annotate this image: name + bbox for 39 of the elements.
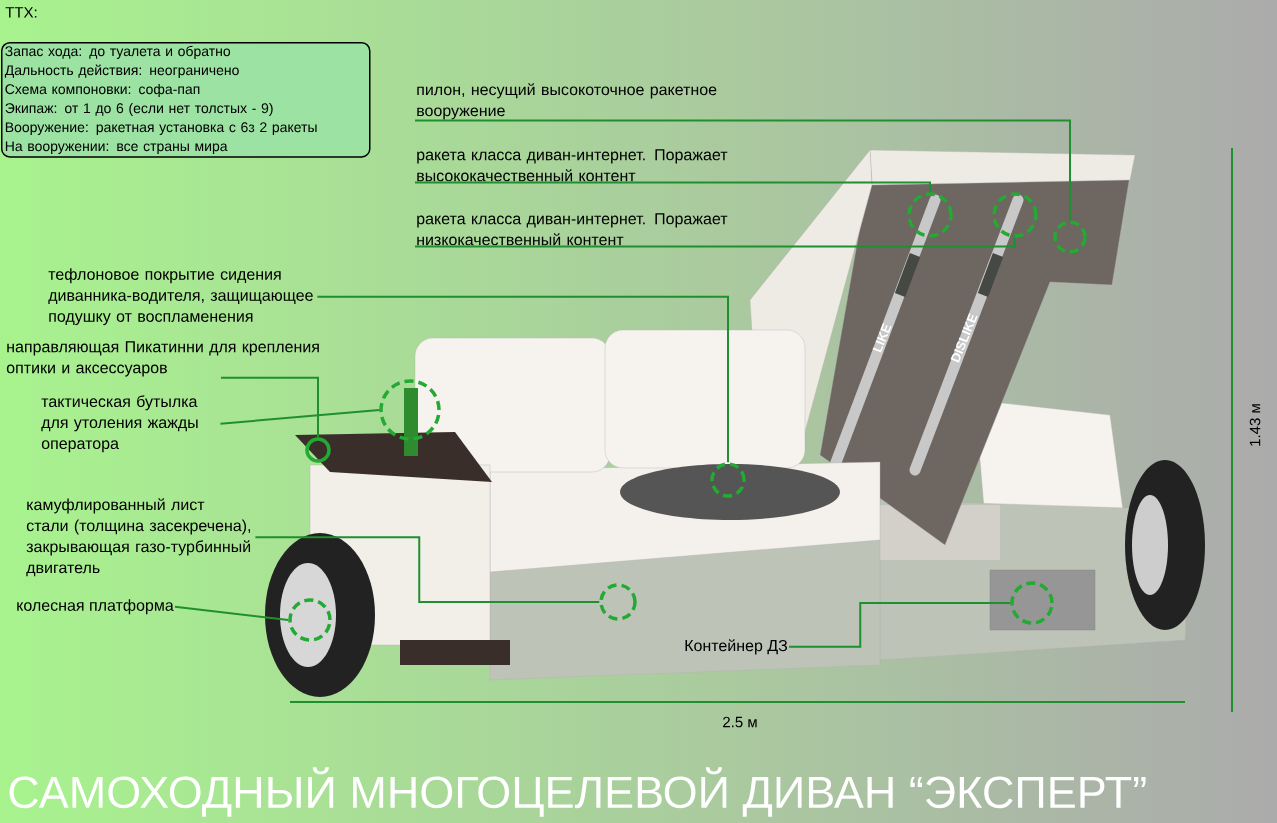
target-ring [599, 583, 637, 621]
node-label: Экипаж: от 1 до 6 (если нет толстых - 9) [5, 102, 273, 116]
node-label: Вооружение: ракетная установка с 6з 2 ракеты [5, 122, 317, 135]
target-ring [1053, 220, 1087, 254]
leader-line [788, 602, 1012, 648]
leader-line [219, 409, 381, 425]
heading: ТТХ: [5, 7, 37, 18]
callout-text: ракета класса диван-интернет. Поражает низкокачественный контент [417, 213, 728, 246]
node-label: Схема компоновки: софа-пап [5, 83, 200, 97]
callout-text: ракета класса диван-интернет. Поражает высококачественный контент [417, 149, 728, 182]
target-ring [1010, 581, 1054, 625]
node-label: Запас хода: до туалета и обратно [5, 45, 231, 59]
callout-text: Контейнер ДЗ [685, 639, 787, 655]
node-label: На вооружении: все страны мира [5, 141, 228, 154]
leader-line [254, 536, 601, 603]
leader-line [173, 605, 290, 621]
dimension-label: 1.43 м [1249, 404, 1261, 446]
leader-line [414, 181, 931, 194]
callout-text: тефлоновое покрытие сидения диванника-водителя, защищающее подушку от воспламенения [48, 268, 313, 326]
target-ring [305, 437, 331, 463]
spec-box: Запас хода: до туалета и обратно Дальность действия: неограничено Схема компоновки: софа-пап Экипаж: от 1 до 6 (если нет толстых - 9) Вооружение: ракетная установка с 6з 2 ракеты На вооружении: все страны мира [1, 42, 371, 158]
target-ring [710, 462, 746, 498]
rocket-text: LIKE [872, 323, 892, 353]
dimension-label: 2.5 м [723, 716, 757, 728]
callout-text: направляющая Пикатинни для крепления оптики и аксессуаров [6, 341, 319, 377]
node-label: Дальность действия: неограничено [4, 64, 239, 78]
leader-line [414, 119, 1071, 222]
target-ring [288, 598, 332, 642]
target-ring [907, 192, 953, 238]
title: САМОХОДНЫЙ МНОГОЦЕЛЕВОЙ ДИВАН “ЭКСПЕРТ” [9, 767, 1146, 817]
leader-line [219, 376, 319, 439]
target-ring [992, 192, 1038, 238]
callout-text: колесная платформа [17, 599, 174, 615]
target-ring [379, 379, 441, 441]
callout-text: камуфлированный лист стали (толщина засекречена), закрывающая газо-турбинный двигатель [26, 498, 251, 577]
leader-line [316, 295, 729, 464]
leader-line [414, 236, 1016, 248]
callout-text: пилон, несущий высокоточное ракетное вооружение [417, 83, 717, 120]
callout-text: тактическая бутылка для утоления жажды оператора [41, 395, 198, 453]
